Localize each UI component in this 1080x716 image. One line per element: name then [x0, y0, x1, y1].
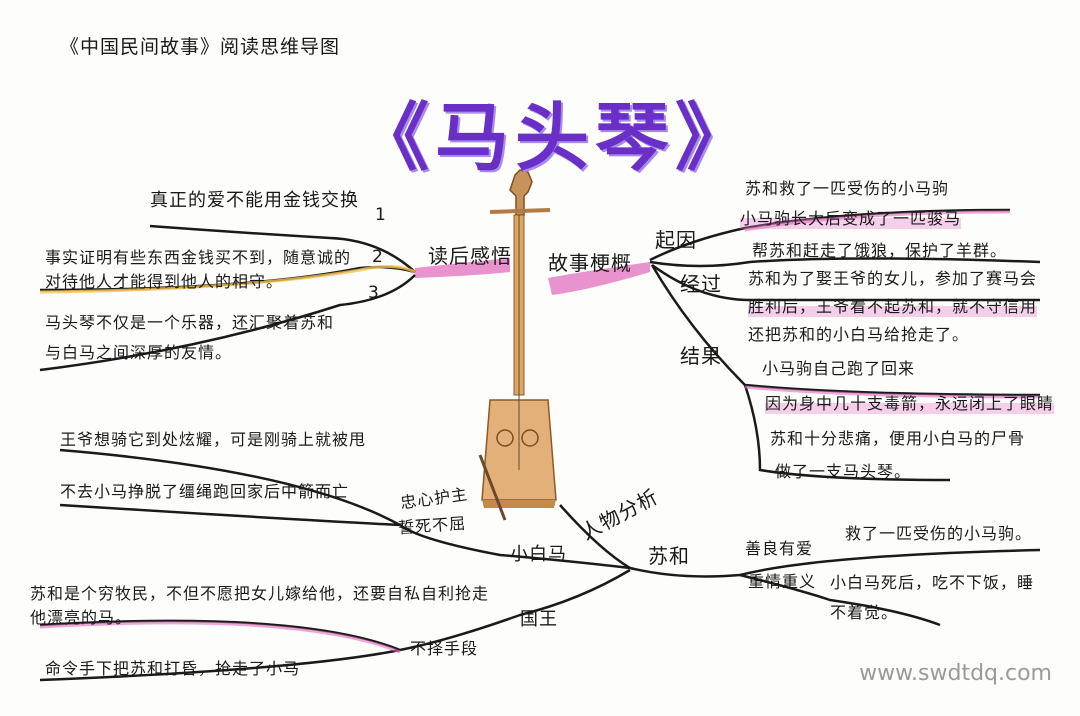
plot-start-line-2: 小马驹长大后变成了一匹骏马	[740, 205, 962, 229]
plot-start-line-3: 帮苏和赶走了饿狼，保护了羊群。	[752, 241, 1008, 260]
main-title: 《马头琴》	[355, 95, 755, 181]
king-name: 国王	[520, 609, 558, 630]
suhe-name: 苏和	[648, 544, 690, 568]
king-trait: 不择手段	[410, 639, 479, 658]
plot-middle-label: 经过	[680, 272, 722, 296]
reflection-item-2: 事实证明有些东西金钱买不到，随意诚的对待他人才能得到他人的相守。	[45, 248, 352, 291]
horse-trait-2: 誓死不屈	[397, 513, 467, 538]
reflection-item-1: 真正的爱不能用金钱交换	[150, 190, 359, 211]
horse-detail-1: 王爷想骑它到处炫耀，可是刚骑上就被甩	[60, 430, 367, 449]
reflection-item-3: 马头琴不仅是一个乐器，还汇聚着苏和与白马之间深厚的友情。	[45, 313, 335, 362]
suhe-trait-1-detail: 救了一匹受伤的小马驹。	[845, 524, 1033, 543]
suhe-trait-2: 重情重义	[748, 572, 817, 591]
king-detail-2: 命令手下把苏和打昏，抢走了小马	[45, 659, 301, 678]
plot-middle-line-3: 还把苏和的小白马给抢走了。	[748, 325, 970, 344]
plot-middle-line-2: 胜利后，王爷看不起苏和，就不守信用	[748, 293, 1038, 317]
plot-end-line-3: 苏和十分悲痛，便用小白马的尸骨	[770, 429, 1026, 448]
suhe-trait-1: 善良有爱	[745, 539, 814, 558]
reflection-label: 读后感悟	[428, 244, 512, 268]
reflection-num-2: 2	[372, 247, 384, 267]
plot-start-line-1: 苏和救了一匹受伤的小马驹	[745, 179, 950, 198]
reflection-num-3: 3	[368, 283, 380, 303]
plot-start-label: 起因	[655, 228, 697, 252]
caption: 《中国民间故事》阅读思维导图	[60, 36, 341, 58]
suhe-trait-2-detail: 小白马死后，吃不下饭，睡不着觉。	[830, 573, 1035, 622]
reflection-num-1: 1	[375, 205, 387, 225]
plot-end-line-4: 做了一支马头琴。	[775, 462, 912, 481]
plot-middle-line-1: 苏和为了娶王爷的女儿，参加了赛马会	[748, 269, 1038, 288]
horse-name: 小白马	[510, 544, 567, 565]
king-detail-1: 苏和是个穷牧民，不但不愿把女儿嫁给他，还要自私自利抢走他漂亮的马。	[30, 584, 490, 627]
horse-detail-2: 不去小马挣脱了缰绳跑回家后中箭而亡	[60, 482, 350, 501]
watermark: www.swdtdq.com	[859, 661, 1052, 686]
plot-end-line-2: 因为身中几十支毒箭，永远闭上了眼睛	[765, 390, 1055, 414]
plot-end-line-1: 小马驹自己跑了回来	[762, 359, 916, 378]
plot-end-label: 结果	[680, 344, 722, 368]
matouqin-image	[478, 169, 557, 521]
plot-label: 故事梗概	[548, 251, 632, 275]
